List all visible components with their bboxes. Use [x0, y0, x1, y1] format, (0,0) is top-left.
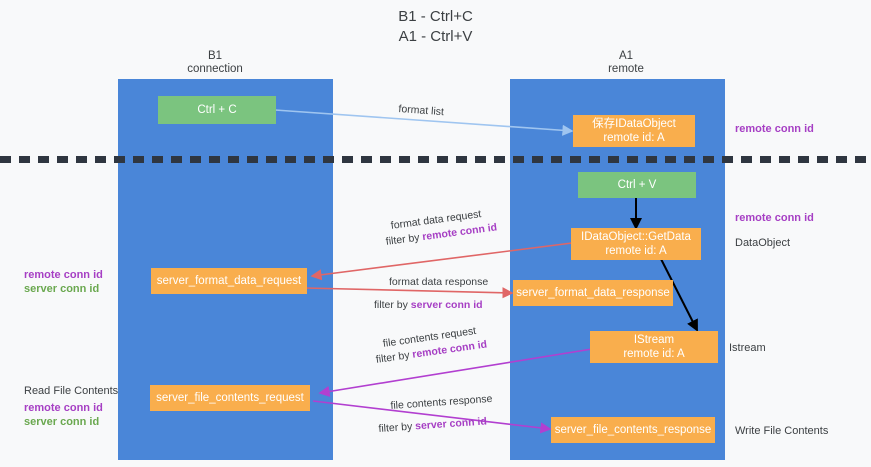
node-server-format-data-request[interactable]: server_format_data_request	[151, 268, 307, 294]
filter-prefix: filter by	[375, 348, 414, 366]
node-server-file-contents-response[interactable]: server_file_contents_response	[551, 417, 715, 443]
title-line-2: A1 - Ctrl+V	[398, 28, 473, 45]
node-save-idataobject-line2: remote id: A	[603, 132, 665, 144]
node-istream-line2: remote id: A	[623, 348, 685, 360]
node-server-file-contents-request-label: server_file_contents_request	[156, 392, 304, 404]
column-header-a1-line2: remote	[608, 63, 644, 75]
edge-label-file-contents-response-filter: filter by server conn id	[378, 414, 487, 436]
filter-key-server-conn-id: server conn id	[410, 299, 483, 311]
node-ctrl-c[interactable]: Ctrl + C	[158, 96, 276, 124]
phase-divider	[0, 156, 871, 163]
label-remote-conn-id-mid: remote conn id	[735, 212, 814, 224]
node-idataobject-getdata[interactable]: IDataObject::GetData remote id: A	[571, 228, 701, 260]
filter-prefix: filter by	[378, 420, 416, 435]
node-istream-line1: IStream	[633, 334, 675, 346]
node-ctrl-c-label: Ctrl + C	[197, 104, 237, 116]
node-server-format-data-response[interactable]: server_format_data_response	[513, 280, 673, 306]
column-header-b1: B1 connection	[105, 50, 325, 76]
column-header-a1: A1 remote	[516, 50, 736, 76]
label-left-server-conn-id-2: server conn id	[24, 416, 100, 428]
label-remote-conn-id-top: remote conn id	[735, 123, 814, 135]
label-left-remote-conn-id-2: remote conn id	[24, 402, 103, 414]
edge-label-format-data-response: format data response	[389, 276, 489, 288]
label-read-file-contents: Read File Contents	[24, 385, 119, 397]
column-header-a1-line1: A1	[618, 50, 634, 62]
label-write-file-contents: Write File Contents	[735, 425, 829, 437]
edge-label-format-list: format list	[398, 102, 445, 119]
column-header-b1-line1: B1	[207, 50, 223, 62]
edge-label-file-contents-response: file contents response	[390, 392, 493, 412]
node-getdata-line2: remote id: A	[605, 245, 667, 257]
node-save-idataobject[interactable]: 保存IDataObject remote id: A	[573, 115, 695, 147]
filter-prefix: filter by	[374, 299, 411, 311]
node-server-file-contents-request[interactable]: server_file_contents_request	[150, 385, 310, 411]
node-server-format-data-request-label: server_format_data_request	[156, 275, 302, 287]
node-server-file-contents-response-label: server_file_contents_response	[554, 424, 712, 436]
label-dataobject: DataObject	[735, 237, 791, 249]
node-server-format-data-response-label: server_format_data_response	[516, 287, 670, 299]
label-left-remote-conn-id-1: remote conn id	[24, 269, 103, 281]
node-ctrl-v-label: Ctrl + V	[617, 179, 657, 191]
title-line-1: B1 - Ctrl+C	[398, 8, 473, 25]
edge-label-format-data-response-filter: filter by server conn id	[374, 298, 483, 312]
node-istream[interactable]: IStream remote id: A	[590, 331, 718, 363]
node-save-idataobject-line1: 保存IDataObject	[592, 118, 676, 130]
diagram-title: B1 - Ctrl+C A1 - Ctrl+V	[0, 7, 871, 47]
node-ctrl-v[interactable]: Ctrl + V	[578, 172, 696, 198]
label-left-server-conn-id-1: server conn id	[24, 283, 100, 295]
node-getdata-line1: IDataObject::GetData	[581, 231, 691, 243]
column-header-b1-line2: connection	[187, 63, 243, 75]
label-istream: Istream	[729, 342, 766, 354]
filter-prefix: filter by	[385, 231, 424, 248]
filter-key-server-conn-id: server conn id	[414, 415, 488, 433]
